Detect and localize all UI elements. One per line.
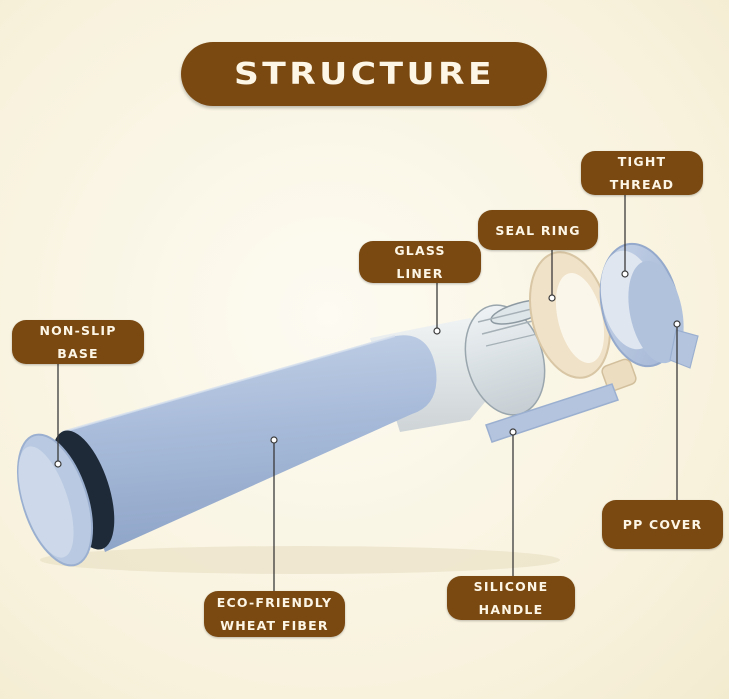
label-glass-liner-line1: GLASS <box>394 243 446 258</box>
label-tight-thread-line1: TIGHT <box>617 154 667 169</box>
label-silicone-handle: SILICONE HANDLE <box>447 576 575 620</box>
label-eco-friendly-line1: ECO-FRIENDLY <box>216 595 333 610</box>
wheat-fiber-sleeve <box>51 335 437 552</box>
label-eco-friendly-wheat-fiber: ECO-FRIENDLY WHEAT FIBER <box>204 591 345 637</box>
bottle-shadow <box>40 546 560 574</box>
label-eco-friendly-line2: WHEAT FIBER <box>220 618 329 633</box>
page-title: STRUCTURE <box>181 42 547 106</box>
leader-dots <box>54 270 681 468</box>
page-title-text: STRUCTURE <box>233 56 495 92</box>
non-slip-base-shape <box>17 433 93 567</box>
label-non-slip-base: NON-SLIP BASE <box>12 320 144 364</box>
label-silicone-handle-line1: SILICONE <box>473 579 549 594</box>
label-pp-cover-line1: PP COVER <box>622 517 703 532</box>
label-non-slip-base-line2: BASE <box>57 346 99 361</box>
silicone-handle-shape <box>485 383 619 443</box>
leader-lines <box>57 192 678 592</box>
label-glass-liner-line2: LINER <box>396 266 444 281</box>
label-seal-ring-line1: SEAL RING <box>495 222 581 238</box>
label-seal-ring: SEAL RING <box>478 210 598 250</box>
label-silicone-handle-line2: HANDLE <box>478 602 544 617</box>
label-tight-thread: TIGHT THREAD <box>581 151 703 195</box>
label-non-slip-base-line1: NON-SLIP <box>39 323 117 338</box>
label-glass-liner: GLASS LINER <box>359 241 481 283</box>
label-pp-cover: PP COVER <box>602 500 723 549</box>
seal-ring-shape <box>529 251 637 392</box>
label-tight-thread-line2: THREAD <box>609 177 675 192</box>
